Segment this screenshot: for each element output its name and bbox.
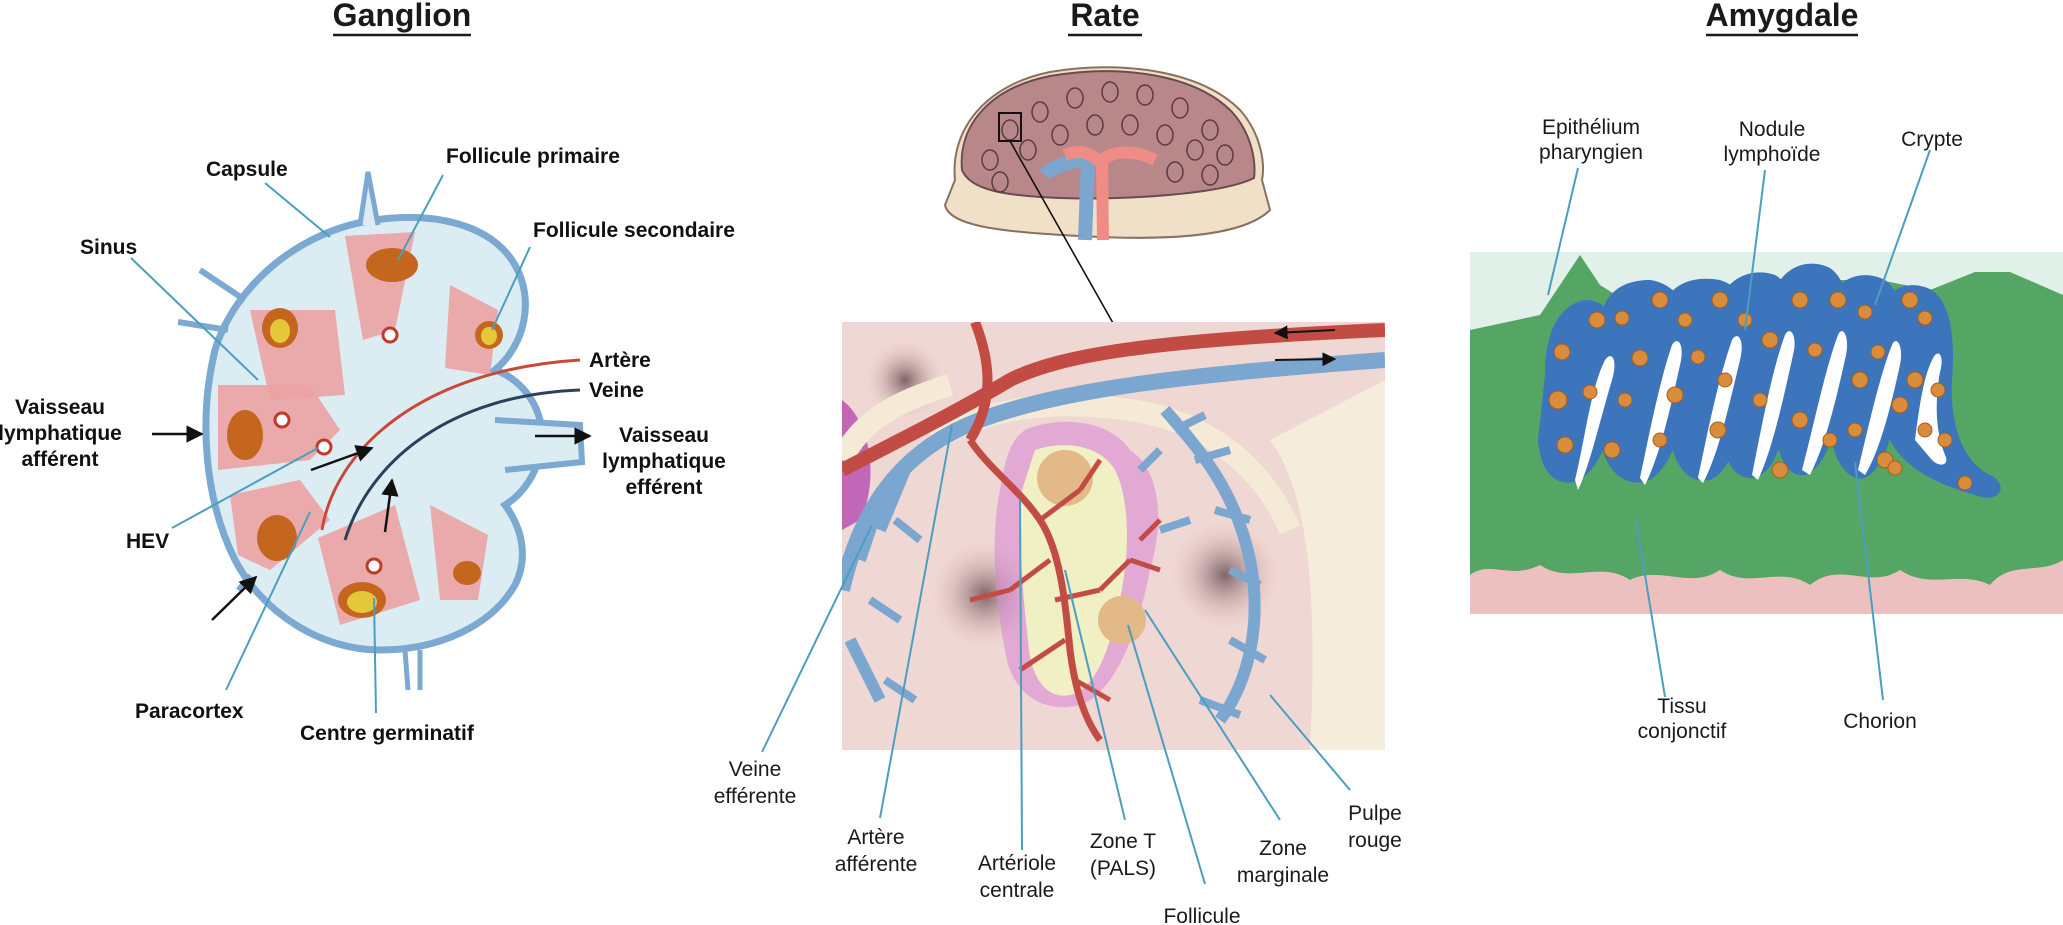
svg-text:lymphatique: lymphatique xyxy=(0,422,122,445)
label-arteriole-centrale: Artériole centrale xyxy=(978,852,1056,902)
svg-text:Epithélium: Epithélium xyxy=(1542,116,1640,139)
label-vaisseau-afferent: Vaisseau lymphatique afférent xyxy=(0,396,122,471)
label-vaisseau-efferent: Vaisseau lymphatique efférent xyxy=(602,424,726,499)
svg-text:Veine: Veine xyxy=(729,758,782,781)
label-capsule: Capsule xyxy=(206,158,288,181)
label-hev: HEV xyxy=(126,530,169,553)
title-ganglion: Ganglion xyxy=(333,0,472,37)
wedge-follicle xyxy=(445,285,498,375)
svg-text:afférent: afférent xyxy=(21,448,98,471)
label-epithelium: Epithélium pharyngien xyxy=(1539,116,1643,164)
svg-text:Amygdale: Amygdale xyxy=(1706,0,1859,33)
label-chorion: Chorion xyxy=(1843,710,1917,733)
label-zone-t: Zone T (PALS) xyxy=(1090,830,1156,880)
splenic-artery xyxy=(842,323,1385,477)
hev-vessel xyxy=(365,557,383,575)
lymphocytes xyxy=(1548,291,1973,491)
svg-text:Zone T: Zone T xyxy=(1090,830,1156,853)
svg-text:marginale: marginale xyxy=(1237,864,1329,887)
label-paracortex: Paracortex xyxy=(135,700,244,723)
svg-text:efférente: efférente xyxy=(714,785,797,808)
svg-text:Nodule: Nodule xyxy=(1739,118,1806,141)
primary-follicle xyxy=(227,410,263,460)
label-nodule: Nodule lymphoïde xyxy=(1724,118,1821,166)
label-zone-marginale: Zone marginale xyxy=(1237,837,1329,887)
label-artere-afferente: Artère afférente xyxy=(835,826,918,876)
svg-text:lymphatique: lymphatique xyxy=(602,450,726,473)
hev-vessel xyxy=(381,326,399,344)
artery xyxy=(320,358,581,531)
svg-text:afférente: afférente xyxy=(835,853,918,876)
spleen-zoom-panel xyxy=(842,322,1385,750)
label-follicule-primaire: Follicule primaire xyxy=(446,145,620,168)
label-veine: Veine xyxy=(589,379,644,402)
label-crypte: Crypte xyxy=(1901,128,1963,151)
svg-text:efférent: efférent xyxy=(625,476,702,499)
primary-follicle xyxy=(257,515,297,561)
svg-text:Zone: Zone xyxy=(1259,837,1307,860)
label-follicule-secondaire: Follicule secondaire xyxy=(533,219,735,242)
title-rate: Rate xyxy=(1068,0,1142,37)
svg-text:Artère: Artère xyxy=(847,826,904,849)
hev-vessel xyxy=(315,438,333,456)
label-artere: Artère xyxy=(589,349,651,372)
vein xyxy=(343,388,581,541)
title-amygdale: Amygdale xyxy=(1706,0,1859,37)
svg-text:Ganglion: Ganglion xyxy=(333,0,472,33)
svg-text:(PALS): (PALS) xyxy=(1090,857,1156,880)
label-sinus: Sinus xyxy=(80,236,137,259)
label-tissu-conjonctif: Tissu conjonctif xyxy=(1638,695,1727,743)
svg-text:pharyngien: pharyngien xyxy=(1539,141,1643,164)
hev-vessel xyxy=(273,411,291,429)
label-pulpe-rouge: Pulpe rouge xyxy=(1348,802,1402,852)
label-centre-germinatif: Centre germinatif xyxy=(300,722,475,745)
lymph-node-diagram: Capsule Follicule primaire Follicule sec… xyxy=(0,145,735,745)
label-follicule: Follicule xyxy=(1163,905,1240,925)
svg-text:Tissu: Tissu xyxy=(1657,695,1706,718)
svg-text:Pulpe: Pulpe xyxy=(1348,802,1402,825)
primary-follicle xyxy=(366,248,418,282)
svg-text:Rate: Rate xyxy=(1070,0,1139,33)
primary-follicle xyxy=(453,561,481,585)
svg-text:lymphoïde: lymphoïde xyxy=(1724,143,1821,166)
svg-text:centrale: centrale xyxy=(980,879,1055,902)
label-veine-efferente: Veine efférente xyxy=(714,758,797,808)
spleen-diagram: Veine efférente Artère afférente Artério… xyxy=(714,66,1402,925)
tonsil-diagram: Epithélium pharyngien Nodule lymphoïde C… xyxy=(1470,116,2063,743)
svg-text:Vaisseau: Vaisseau xyxy=(619,424,709,447)
svg-text:rouge: rouge xyxy=(1348,829,1402,852)
svg-text:Artériole: Artériole xyxy=(978,852,1056,875)
svg-text:Vaisseau: Vaisseau xyxy=(15,396,105,419)
svg-text:conjonctif: conjonctif xyxy=(1638,720,1727,743)
